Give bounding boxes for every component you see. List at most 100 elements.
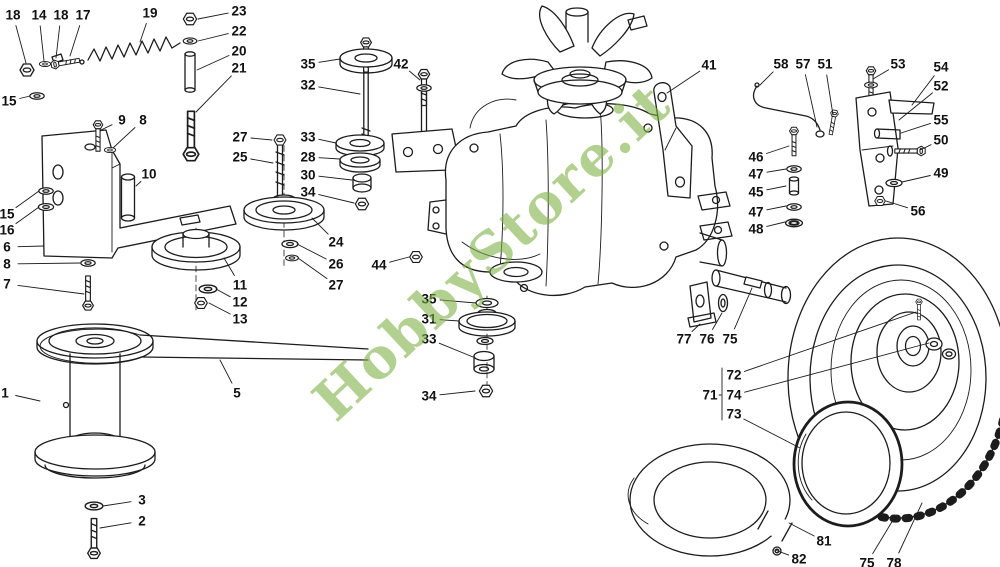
- callout-label: 32: [300, 78, 315, 93]
- callout-label: 30: [300, 168, 315, 183]
- leader-line: [911, 75, 935, 106]
- leader-line: [744, 342, 930, 393]
- leader-line: [766, 185, 787, 191]
- callout-label: 20: [231, 44, 246, 59]
- leader-line: [389, 256, 410, 263]
- leader-line: [318, 175, 353, 181]
- leader-line: [759, 71, 774, 86]
- callout-label: 72: [726, 368, 741, 383]
- leader-line: [15, 25, 27, 64]
- leader-line: [439, 319, 460, 322]
- leader-line: [804, 74, 818, 128]
- leader-line: [900, 122, 931, 134]
- callout-label: 49: [933, 166, 948, 181]
- callout-label: 50: [933, 133, 948, 148]
- callout-label: 16: [0, 223, 15, 238]
- idler-bracket-assembly: [37, 120, 237, 311]
- leader-line: [766, 205, 787, 211]
- leader-line: [17, 262, 81, 265]
- leader-line: [318, 86, 361, 95]
- spring-assembly: [19, 12, 200, 162]
- leader-line: [733, 287, 753, 330]
- callout-label: 51: [817, 57, 833, 72]
- callout-label: 8: [3, 257, 11, 272]
- callout-label: 27: [232, 130, 247, 145]
- callout-label: 26: [328, 257, 344, 272]
- callout-label: 77: [676, 332, 691, 347]
- leader-line: [743, 418, 801, 449]
- callout-label: 42: [393, 57, 408, 72]
- hub-cover: [792, 400, 904, 528]
- input-pulley-assembly: [335, 37, 458, 211]
- leader-line: [112, 127, 136, 149]
- callout-label: 25: [232, 150, 248, 165]
- callout-label: 47: [748, 205, 763, 220]
- brake-linkage: [752, 66, 935, 228]
- leader-line: [318, 58, 341, 63]
- leader-line: [885, 200, 908, 209]
- leader-line: [766, 221, 786, 227]
- callout-label: 52: [933, 79, 948, 94]
- callout-label: 34: [300, 185, 316, 200]
- leader-line: [69, 25, 81, 57]
- leader-line: [197, 12, 229, 20]
- callout-label: 73: [726, 407, 742, 422]
- callout-label: 74: [726, 388, 742, 403]
- callout-label: 55: [933, 113, 949, 128]
- callout-label: 56: [910, 204, 926, 219]
- callout-label: 46: [748, 150, 764, 165]
- callout-label: 47: [748, 167, 763, 182]
- callout-label: 15: [0, 207, 15, 222]
- snap-ring: [627, 443, 793, 557]
- callout-label: 22: [231, 24, 246, 39]
- callout-label: 2: [138, 514, 146, 529]
- callout-label: 27: [328, 278, 343, 293]
- leader-line: [408, 70, 421, 81]
- leader-line: [788, 522, 815, 537]
- leader-line: [208, 302, 231, 315]
- leader-line: [901, 175, 931, 183]
- leader-line: [872, 69, 890, 80]
- leader-line: [898, 92, 933, 121]
- leader-line: [743, 311, 917, 372]
- engine-pulley: [34, 323, 156, 479]
- leader-line: [691, 323, 701, 332]
- leader-line: [15, 206, 40, 225]
- leader-line: [197, 33, 229, 42]
- callout-label: 6: [3, 240, 11, 255]
- callout-label: 28: [300, 150, 316, 165]
- leader-line: [99, 522, 132, 529]
- leader-line: [55, 25, 61, 59]
- callout-label: 75: [859, 556, 875, 567]
- leader-line: [195, 75, 232, 113]
- leader-line: [100, 124, 113, 131]
- callout-label: 8: [139, 113, 147, 128]
- leader-line: [872, 519, 894, 555]
- callout-label: 71: [702, 388, 718, 403]
- callout-label: 11: [233, 278, 248, 293]
- callout-label: 7: [3, 277, 11, 292]
- leader-line: [19, 95, 31, 99]
- drive-belt: [39, 328, 369, 364]
- callout-label: 54: [933, 60, 949, 75]
- callout-label: 48: [748, 222, 764, 237]
- leader-line: [215, 288, 231, 298]
- leader-line: [250, 158, 274, 164]
- callout-label: 5: [233, 386, 241, 401]
- leader-line: [826, 74, 834, 116]
- callout-label: 34: [421, 389, 437, 404]
- leader-line: [766, 168, 787, 173]
- tension-arm: [653, 82, 693, 199]
- leader-line: [765, 145, 790, 154]
- leader-line: [318, 194, 355, 204]
- leader-line: [17, 284, 85, 295]
- callout-label: 18: [5, 8, 21, 23]
- leader-line: [17, 245, 45, 248]
- callout-label: 45: [748, 185, 764, 200]
- idler-pulley-stack: [151, 227, 241, 311]
- leader-line: [196, 55, 230, 71]
- leader-line: [712, 312, 723, 330]
- leader-line: [318, 138, 337, 144]
- leader-line: [318, 157, 341, 160]
